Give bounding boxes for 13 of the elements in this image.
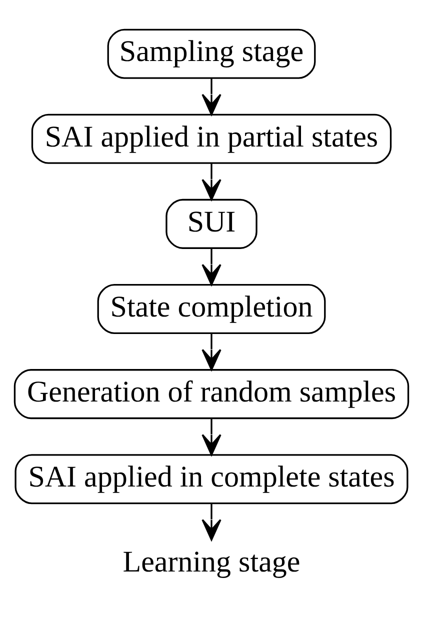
- arrow: [202, 78, 222, 115]
- node-box: State completion: [97, 283, 326, 334]
- arrow: [202, 162, 222, 200]
- arrow: [202, 418, 222, 456]
- node-box: Sampling stage: [107, 28, 316, 78]
- node-box: SAI applied in complete states: [14, 454, 408, 504]
- node-box: SUI: [166, 198, 258, 248]
- node-box: SAI applied in partial states: [31, 113, 392, 164]
- arrow: [202, 332, 222, 370]
- arrow: [202, 248, 222, 286]
- arrow: [202, 503, 222, 540]
- node-text: Learning stage: [122, 544, 300, 578]
- node-box: Generation of random samples: [14, 368, 410, 419]
